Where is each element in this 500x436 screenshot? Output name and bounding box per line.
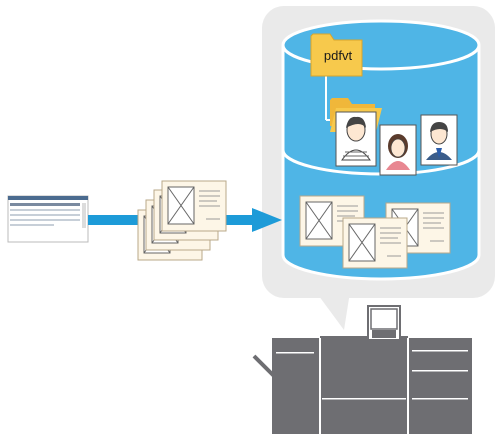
user-portrait-icon <box>379 124 417 176</box>
data-flow-arrow <box>88 208 282 232</box>
folder-label: pdfvt <box>323 48 353 63</box>
user-portrait-icon <box>420 114 458 166</box>
folder-icon <box>310 33 363 77</box>
document-stack-icon <box>137 180 227 261</box>
printer-icon <box>252 305 472 434</box>
monitor-screen-icon <box>7 195 89 243</box>
user-portrait-icon <box>335 111 377 167</box>
